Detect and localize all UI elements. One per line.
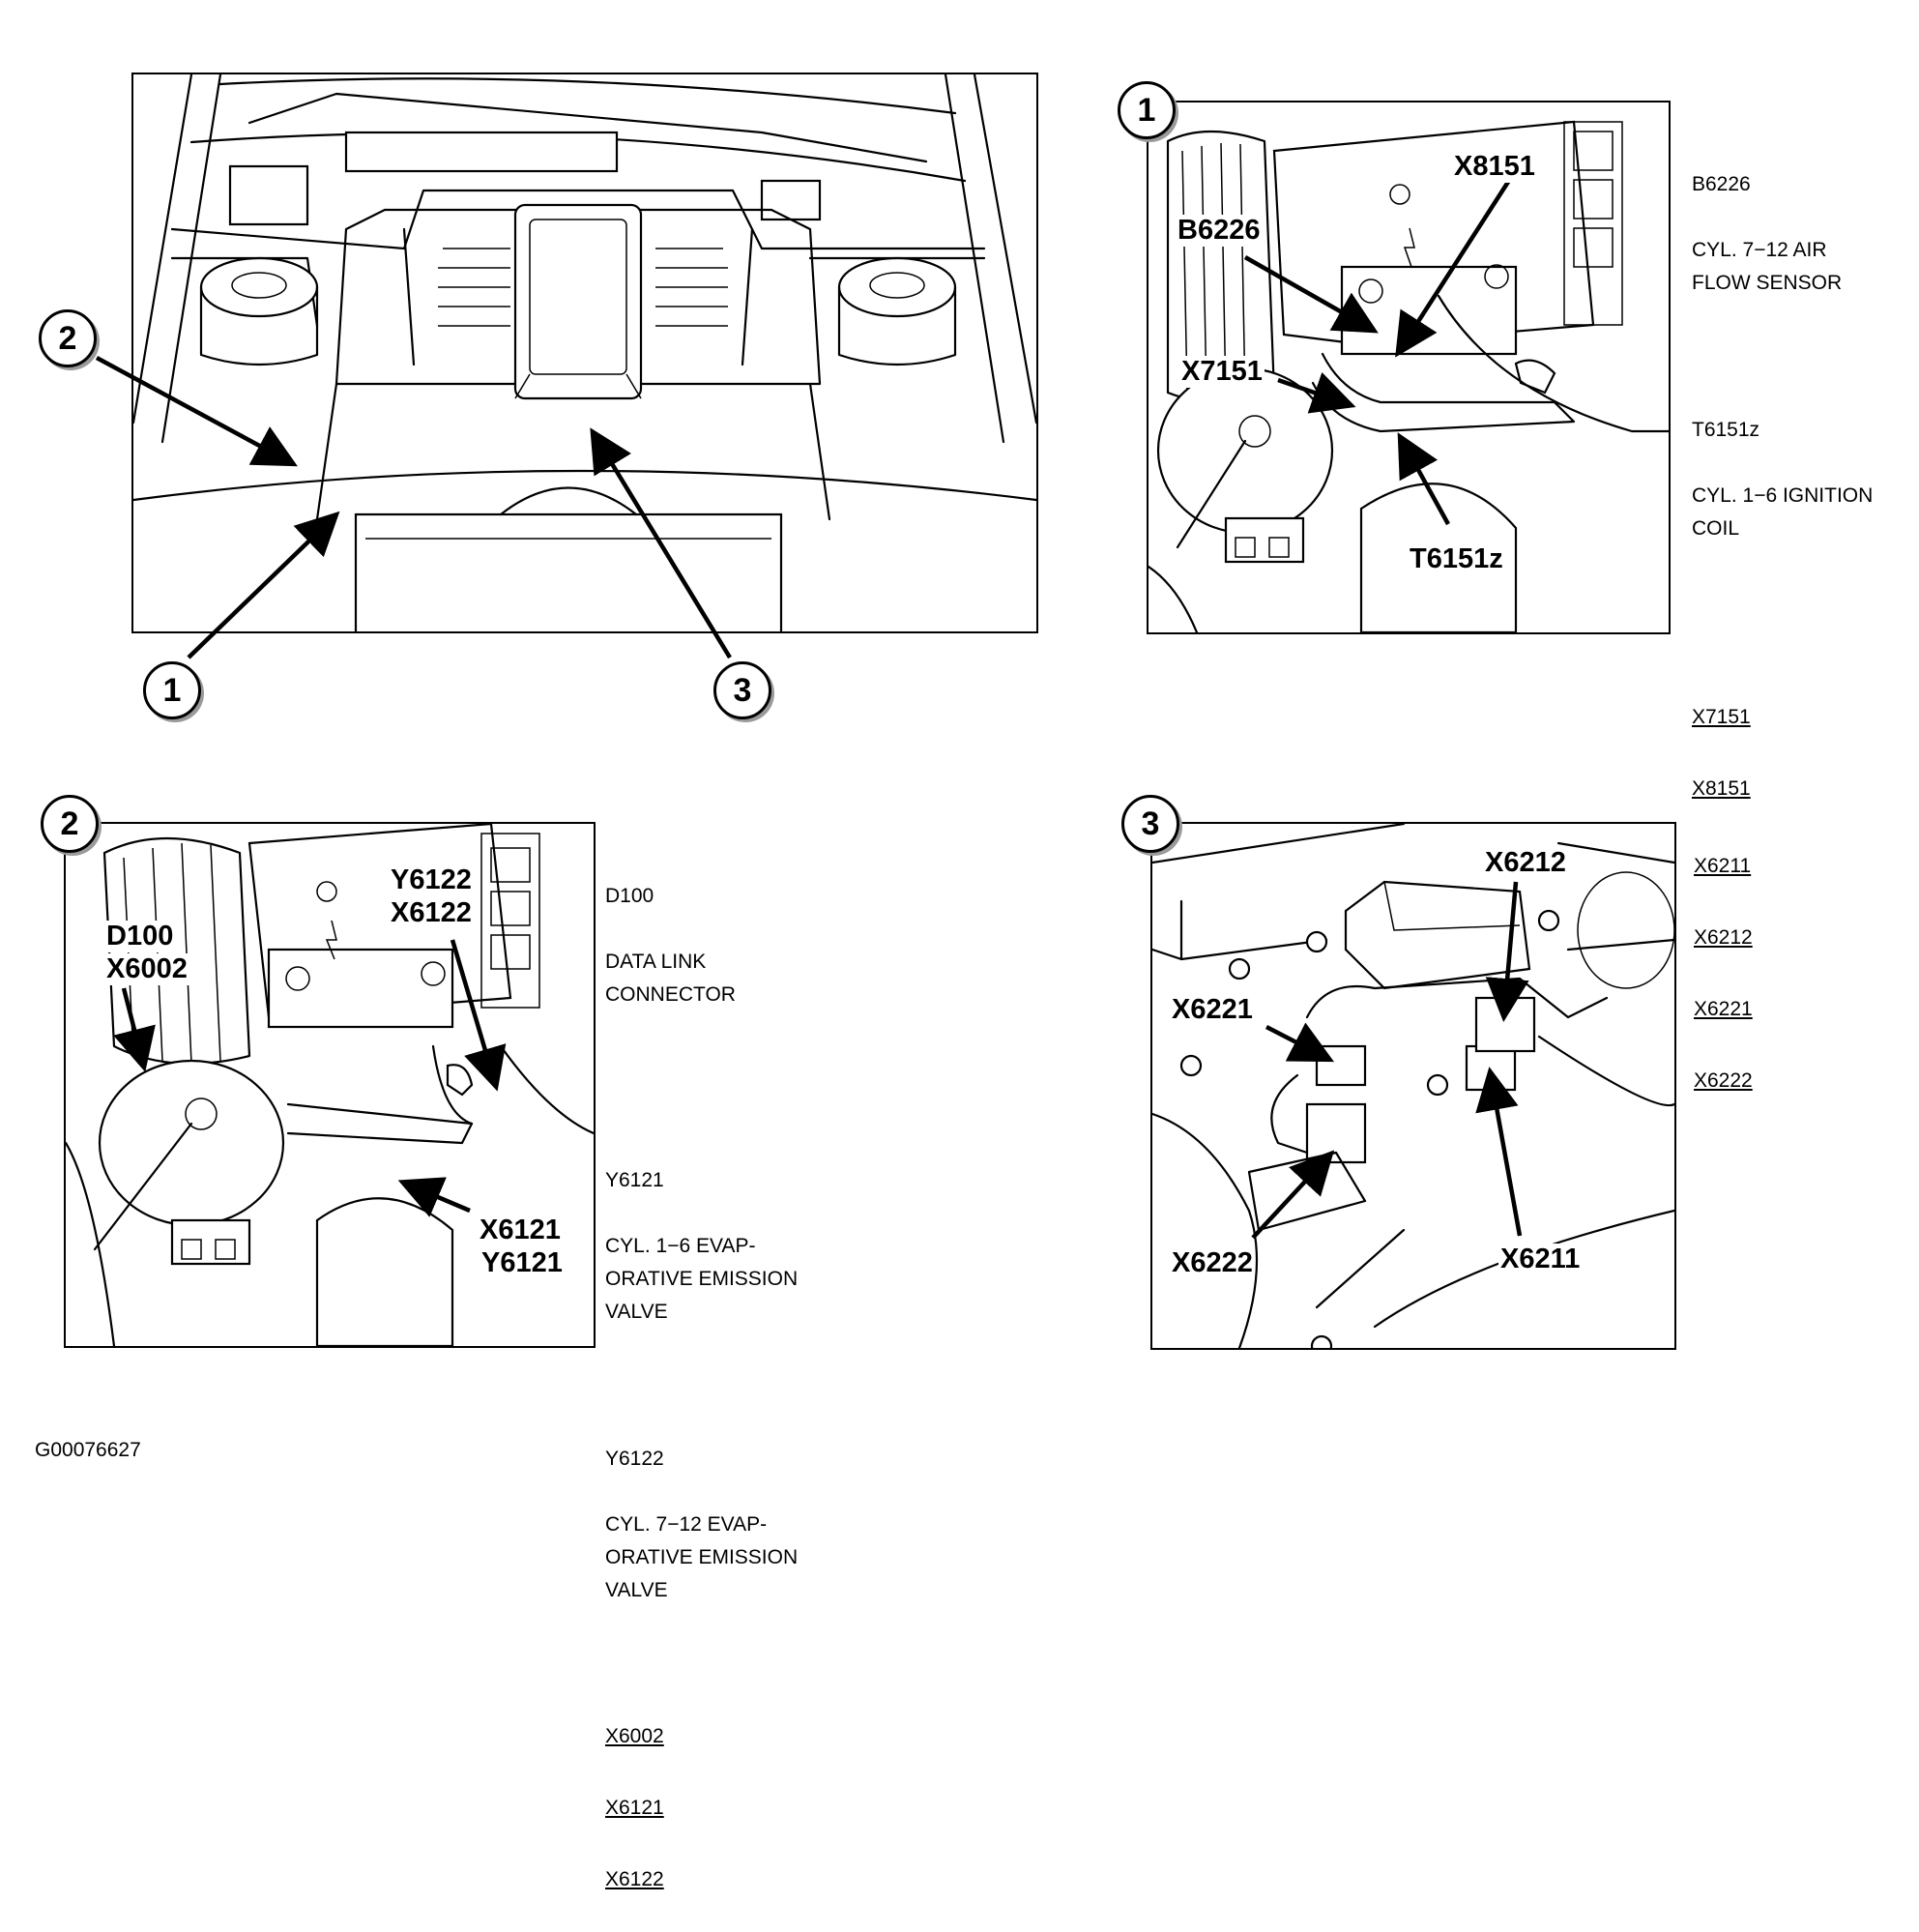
overview-badge-3[interactable]: 3 xyxy=(713,661,771,719)
detail-2-legend: D100 DATA LINK CONNECTOR Y6121 CYL. 1−6 … xyxy=(605,814,798,1932)
legend-desc-d100: DATA LINK CONNECTOR xyxy=(605,951,736,1006)
legend-ref-x6121[interactable]: X6121 xyxy=(605,1797,664,1819)
legend-d100: D100 DATA LINK CONNECTOR xyxy=(605,847,798,1044)
overview-badge-1[interactable]: 1 xyxy=(143,661,201,719)
figure-id: G00076627 xyxy=(35,1439,141,1461)
legend-b6226: B6226 CYL. 7−12 AIR FLOW SENSOR xyxy=(1692,135,1873,333)
legend-ref-x6221[interactable]: X6221 xyxy=(1694,998,1753,1020)
callout-x6221: X6221 xyxy=(1170,994,1255,1026)
callout-y6121: Y6121 xyxy=(480,1247,565,1279)
callout-b6226: B6226 xyxy=(1176,215,1263,247)
callout-y6122: Y6122 xyxy=(389,864,474,896)
callout-x6121: X6121 xyxy=(478,1215,563,1246)
legend-code-y6121: Y6121 xyxy=(605,1169,664,1191)
callout-x8151: X8151 xyxy=(1452,151,1537,183)
legend-ref-x6222[interactable]: X6222 xyxy=(1694,1069,1753,1092)
legend-ref-x6211[interactable]: X6211 xyxy=(1694,855,1752,877)
detail-3-legend: X6211 X6212 X6221 X6222 xyxy=(1694,814,1753,1100)
callout-t6151z: T6151z xyxy=(1410,543,1503,574)
callout-d100: D100 xyxy=(104,921,176,952)
callout-x7151: X7151 xyxy=(1179,356,1265,388)
callout-x6222: X6222 xyxy=(1170,1247,1255,1279)
detail-2-badge: 2 xyxy=(41,795,99,853)
callout-x6211: X6211 xyxy=(1498,1244,1583,1275)
legend-desc-t6151z: CYL. 1−6 IGNITION COIL xyxy=(1692,484,1874,540)
legend-ref-x6212[interactable]: X6212 xyxy=(1694,926,1753,949)
legend-y6122: Y6122 CYL. 7−12 EVAP- ORATIVE EMISSION V… xyxy=(605,1410,798,1640)
detail-1-badge: 1 xyxy=(1118,81,1176,139)
detail-3-badge: 3 xyxy=(1121,795,1179,853)
overview-badge-2[interactable]: 2 xyxy=(39,309,97,367)
legend-desc-b6226: CYL. 7−12 AIR FLOW SENSOR xyxy=(1692,239,1843,294)
legend-desc-y6122: CYL. 7−12 EVAP- ORATIVE EMISSION VALVE xyxy=(605,1513,799,1601)
legend-code-b6226: B6226 xyxy=(1692,173,1751,195)
legend-t6151z: T6151z CYL. 1−6 IGNITION COIL xyxy=(1692,381,1873,578)
legend-ref-x8151[interactable]: X8151 xyxy=(1692,777,1751,800)
legend-code-d100: D100 xyxy=(605,885,654,907)
legend-ref-x6002[interactable]: X6002 xyxy=(605,1725,664,1747)
legend-y6121: Y6121 CYL. 1−6 EVAP- ORATIVE EMISSION VA… xyxy=(605,1131,798,1361)
detail-1-legend: B6226 CYL. 7−12 AIR FLOW SENSOR T6151z C… xyxy=(1692,102,1873,841)
legend-ref-x7151[interactable]: X7151 xyxy=(1692,706,1751,728)
engine-bay-overview xyxy=(131,73,1038,633)
callout-x6212: X6212 xyxy=(1483,847,1568,879)
legend-ref-x6122[interactable]: X6122 xyxy=(605,1868,664,1890)
callout-x6122: X6122 xyxy=(389,897,474,929)
legend-code-t6151z: T6151z xyxy=(1692,419,1760,441)
legend-desc-y6121: CYL. 1−6 EVAP- ORATIVE EMISSION VALVE xyxy=(605,1235,799,1323)
legend-code-y6122: Y6122 xyxy=(605,1448,664,1470)
engine-bay-drawing xyxy=(133,74,1036,631)
callout-x6002: X6002 xyxy=(104,953,189,985)
